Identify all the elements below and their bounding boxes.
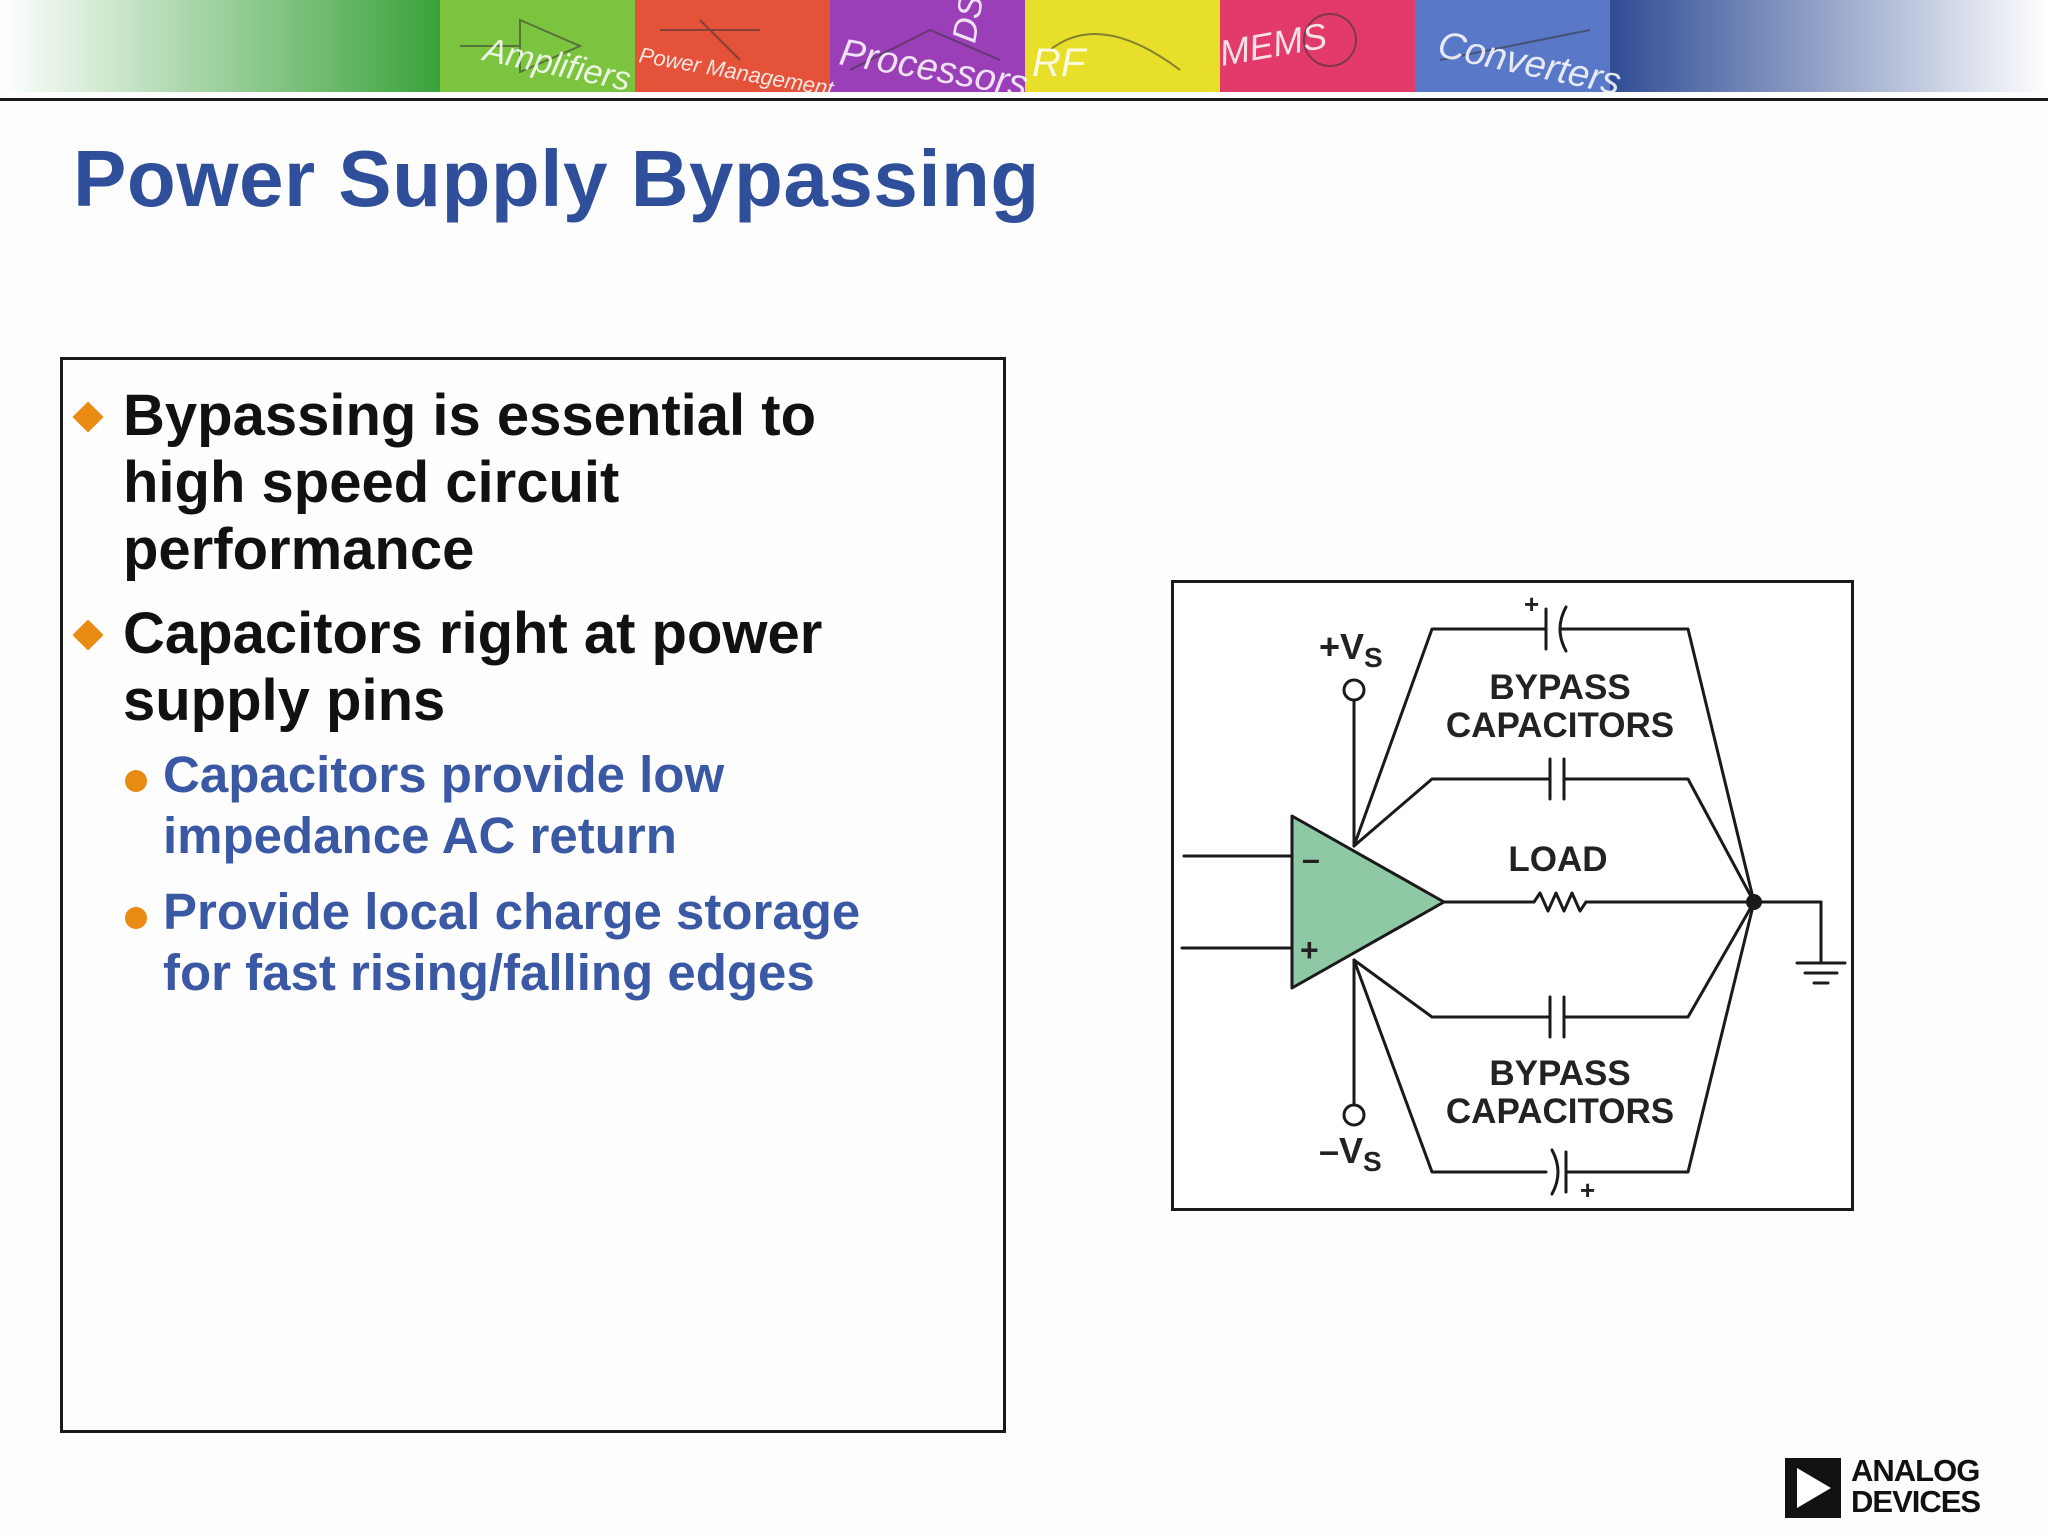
positive-supply-terminal	[1342, 678, 1366, 702]
analog-devices-logo-icon	[1785, 1458, 1841, 1518]
bottom-bypass-label-line1: BYPASS	[1489, 1054, 1630, 1093]
top-inner-bypass-wire	[1352, 777, 1552, 848]
circle-bullet-icon	[125, 770, 147, 792]
banner-tile-power	[635, 0, 830, 92]
noninverting-input-label: +	[1300, 932, 1319, 968]
top-bypass-label-line1: BYPASS	[1489, 668, 1630, 707]
banner-fade-left	[0, 0, 440, 92]
sub-bullet-text: Capacitors provide low impedance AC retu…	[163, 744, 724, 866]
junction-node	[1746, 894, 1762, 910]
sub-bullet-line: Capacitors provide low	[163, 746, 725, 803]
bottom-outer-bypass-wire	[1352, 958, 1548, 1174]
sub-bullet-line: Provide local charge storage	[163, 883, 861, 940]
positive-supply-label: +VS	[1319, 626, 1383, 673]
banner-divider	[0, 98, 2048, 101]
logo-wordmark: ANALOG DEVICES	[1851, 1453, 1981, 1519]
banner-graphic: Amplifiers Power Management Processors D…	[0, 0, 2048, 106]
analog-devices-logo: ANALOG DEVICES	[1785, 1455, 1995, 1521]
top-outer-bypass-wire	[1352, 627, 1548, 848]
circuit-schematic: – + +VS –VS + + BYPASS CAPACITORS LOAD B…	[1180, 589, 1847, 1205]
bypass-circuit-diagram: – + +VS –VS + + BYPASS CAPACITORS LOAD B…	[1171, 580, 1854, 1211]
bullet-line: Bypassing is essential to	[123, 383, 817, 448]
bullet-text: Capacitors right at power supply pins	[123, 600, 822, 734]
bullet-line: supply pins	[123, 668, 446, 733]
circle-bullet-icon	[125, 907, 147, 929]
top-banner: Amplifiers Power Management Processors D…	[0, 0, 2048, 106]
sub-bullet-line: impedance AC return	[163, 807, 677, 864]
bullet-text-box: Bypassing is essential to high speed cir…	[60, 357, 1006, 1433]
negative-supply-terminal	[1342, 1103, 1366, 1127]
banner-tile-rf	[1025, 0, 1220, 92]
top-bypass-label-line2: CAPACITORS	[1446, 706, 1674, 745]
load-resistor-symbol	[1532, 891, 1588, 913]
banner-tile-mems	[1220, 0, 1415, 92]
banner-label-rf: RF	[1032, 41, 1088, 85]
inverting-input-label: –	[1302, 841, 1320, 877]
opamp-symbol	[1290, 814, 1446, 990]
bottom-cap-polarity-label: +	[1580, 1175, 1595, 1205]
logo-line-1: ANALOG	[1851, 1453, 1980, 1488]
slide-title: Power Supply Bypassing	[73, 134, 1040, 223]
bottom-inner-bypass-wire	[1352, 958, 1552, 1019]
bullet-line: Capacitors right at power	[123, 601, 823, 666]
bullet-text: Bypassing is essential to high speed cir…	[123, 382, 816, 583]
sub-bullet-text: Provide local charge storage for fast ri…	[163, 881, 860, 1003]
banner-fade-right	[1610, 0, 2048, 92]
bullet-line: performance	[123, 517, 475, 582]
load-label: LOAD	[1508, 840, 1607, 879]
negative-supply-label: –VS	[1319, 1130, 1382, 1177]
bottom-bypass-label-line2: CAPACITORS	[1446, 1092, 1674, 1131]
bullet-line: high speed circuit	[123, 450, 620, 515]
diamond-bullet-icon	[72, 401, 104, 433]
logo-line-2: DEVICES	[1851, 1484, 1981, 1519]
top-cap-polarity-label: +	[1524, 589, 1539, 619]
banner-tile-processors	[830, 0, 1025, 92]
diamond-bullet-icon	[72, 619, 104, 651]
sub-bullet-line: for fast rising/falling edges	[163, 944, 815, 1001]
